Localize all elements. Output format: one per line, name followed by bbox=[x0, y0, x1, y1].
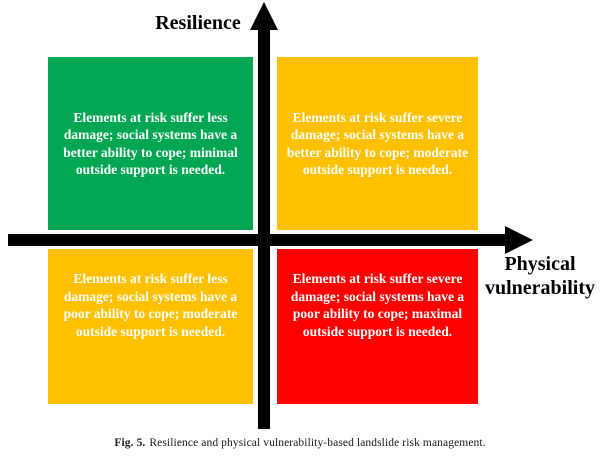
figure-caption: Fig. 5.Resilience and physical vulnerabi… bbox=[0, 437, 600, 449]
arrow-right-icon bbox=[505, 226, 533, 254]
y-axis-label-resilience: Resilience bbox=[155, 12, 241, 34]
quadrant-top-right-text: Elements at risk suffer severe damage; s… bbox=[286, 109, 469, 178]
quadrant-bottom-left-text: Elements at risk suffer less damage; soc… bbox=[63, 271, 238, 339]
caption-label: Fig. 5. bbox=[114, 437, 146, 449]
quadrant-top-left-text: Elements at risk suffer less damage; soc… bbox=[63, 109, 238, 178]
arrow-up-icon bbox=[250, 2, 278, 30]
quadrant-bottom-left: Elements at risk suffer less damage; soc… bbox=[48, 249, 253, 404]
quadrant-bottom-right: Elements at risk suffer severe damage; s… bbox=[277, 249, 478, 404]
x-axis-label-physical-vulnerability: Physical vulnerability bbox=[484, 253, 595, 299]
y-axis-line bbox=[258, 26, 270, 429]
quadrant-top-left: Elements at risk suffer less damage; soc… bbox=[48, 57, 253, 230]
x-axis-line bbox=[8, 234, 505, 246]
quadrant-top-right: Elements at risk suffer severe damage; s… bbox=[277, 57, 478, 230]
caption-text: Resilience and physical vulnerability-ba… bbox=[149, 437, 486, 449]
quadrant-bottom-right-text: Elements at risk suffer severe damage; s… bbox=[290, 271, 465, 339]
